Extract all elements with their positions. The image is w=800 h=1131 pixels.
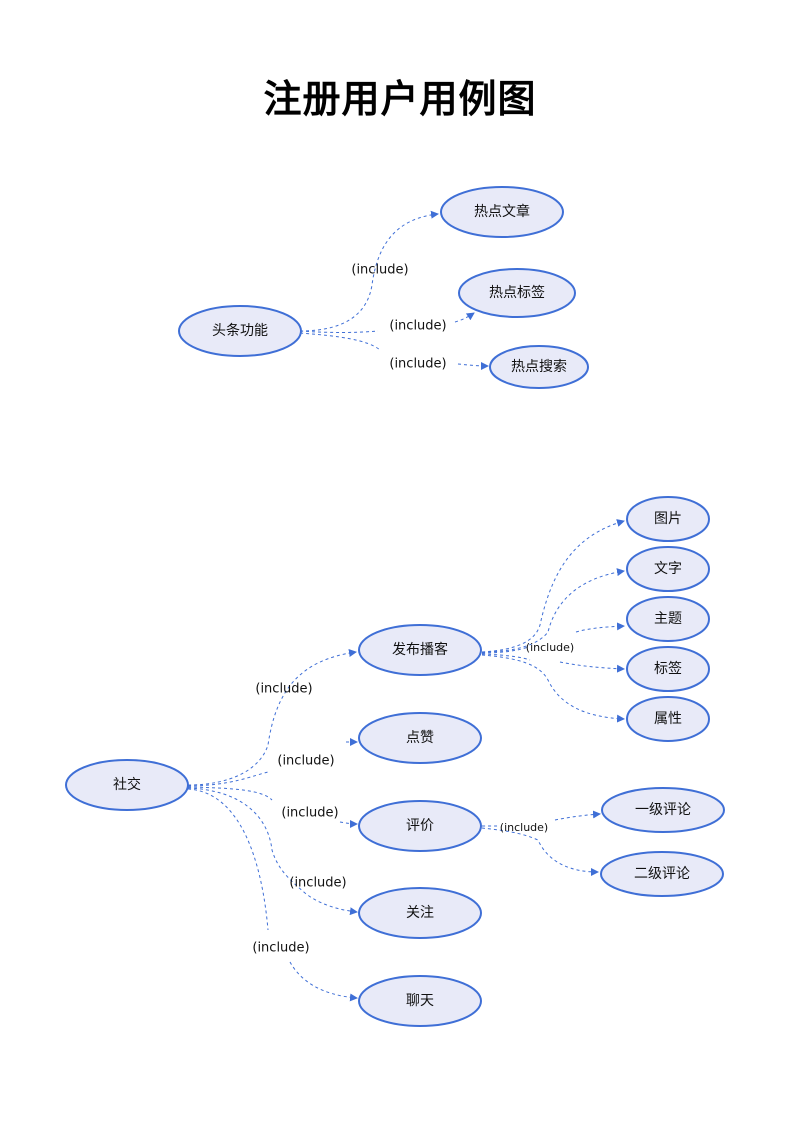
include-label: (include) bbox=[526, 641, 574, 654]
node-shuxing[interactable]: 属性 bbox=[626, 696, 710, 742]
node-redianbiaoqian[interactable]: 热点标签 bbox=[458, 268, 576, 318]
edge-shejiao-pingjia bbox=[187, 786, 358, 828]
include-label: (include) bbox=[389, 319, 446, 334]
node-shejiao[interactable]: 社交 bbox=[65, 759, 189, 811]
edge-fabubokke-biaoqian bbox=[481, 653, 625, 673]
include-label: (include) bbox=[289, 876, 346, 891]
edge-shejiao-liaotian bbox=[187, 788, 358, 1002]
node-rediwenzhang[interactable]: 热点文章 bbox=[440, 186, 564, 238]
node-yiji[interactable]: 一级评论 bbox=[601, 787, 725, 833]
include-label: (include) bbox=[252, 941, 309, 956]
include-label: (include) bbox=[255, 682, 312, 697]
node-toutiao[interactable]: 头条功能 bbox=[178, 305, 302, 357]
edge-shejiao-fabubokke bbox=[187, 649, 357, 786]
edge-pingjia-erji bbox=[481, 827, 599, 876]
edge-fabubokke-tupian bbox=[481, 519, 625, 653]
edge-toutiao-rediwenzhang bbox=[299, 210, 439, 332]
include-label: (include) bbox=[351, 263, 408, 278]
edge-shejiao-dianzan bbox=[187, 738, 358, 787]
node-tupian[interactable]: 图片 bbox=[626, 496, 710, 542]
node-dianzan[interactable]: 点赞 bbox=[358, 712, 482, 764]
node-redainsousuo[interactable]: 热点搜索 bbox=[489, 345, 589, 389]
include-label: (include) bbox=[281, 806, 338, 821]
edge-toutiao-redainsousuo bbox=[299, 332, 489, 370]
node-pingjia[interactable]: 评价 bbox=[358, 800, 482, 852]
node-wenzi[interactable]: 文字 bbox=[626, 546, 710, 592]
diagram-title: 注册用户用例图 bbox=[263, 77, 537, 121]
include-label: (include) bbox=[500, 821, 548, 834]
edge-fabubokke-zhuti bbox=[481, 622, 625, 654]
include-label: (include) bbox=[277, 754, 334, 769]
edge-pingjia-yiji bbox=[481, 810, 601, 827]
edge-fabubokke-shuxing bbox=[481, 654, 625, 723]
node-erji[interactable]: 二级评论 bbox=[600, 851, 724, 897]
node-zhuti[interactable]: 主题 bbox=[626, 596, 710, 642]
node-guanzhu[interactable]: 关注 bbox=[358, 887, 482, 939]
node-fabubokke[interactable]: 发布播客 bbox=[358, 624, 482, 676]
edge-fabubokke-wenzi bbox=[481, 568, 625, 653]
node-biaoqian[interactable]: 标签 bbox=[626, 646, 710, 692]
include-label: (include) bbox=[389, 357, 446, 372]
node-liaotian[interactable]: 聊天 bbox=[358, 975, 482, 1027]
edge-shejiao-guanzhu bbox=[187, 787, 358, 916]
edge-toutiao-redianbiaoqian bbox=[299, 312, 475, 333]
